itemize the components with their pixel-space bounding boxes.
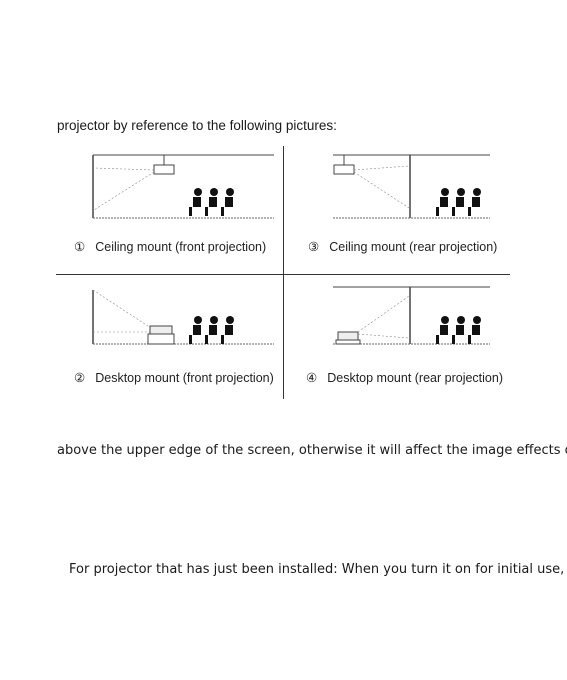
figure-caption-desktop-front: ② Desktop mount (front projection) [74, 370, 274, 385]
figure-caption-ceiling-front: ① Ceiling mount (front projection) [74, 239, 266, 254]
body-paragraph-2: For projector that has just been install… [69, 562, 565, 577]
ceiling-rear-illustration [333, 154, 490, 219]
figure-caption-ceiling-rear: ③ Ceiling mount (rear projection) [308, 239, 497, 254]
grid-vertical-divider [283, 146, 284, 399]
ceiling-front-illustration [92, 154, 274, 219]
figure-caption-text: Ceiling mount (front projection) [95, 240, 267, 254]
intro-text: projector by reference to the following … [57, 118, 337, 133]
desktop-front-illustration [92, 289, 274, 345]
figure-number: ④ [306, 371, 318, 385]
desktop-rear-illustration [333, 286, 490, 345]
figure-caption-text: Desktop mount (front projection) [95, 371, 274, 385]
figure-number: ③ [308, 240, 320, 254]
figure-caption-text: Ceiling mount (rear projection) [329, 240, 498, 254]
body-paragraph-1: above the upper edge of the screen, othe… [57, 443, 567, 458]
figure-caption-text: Desktop mount (rear projection) [327, 371, 503, 385]
grid-horizontal-divider [56, 274, 510, 275]
figure-number: ② [74, 371, 86, 385]
figure-caption-desktop-rear: ④ Desktop mount (rear projection) [306, 370, 503, 385]
figure-number: ① [74, 240, 86, 254]
